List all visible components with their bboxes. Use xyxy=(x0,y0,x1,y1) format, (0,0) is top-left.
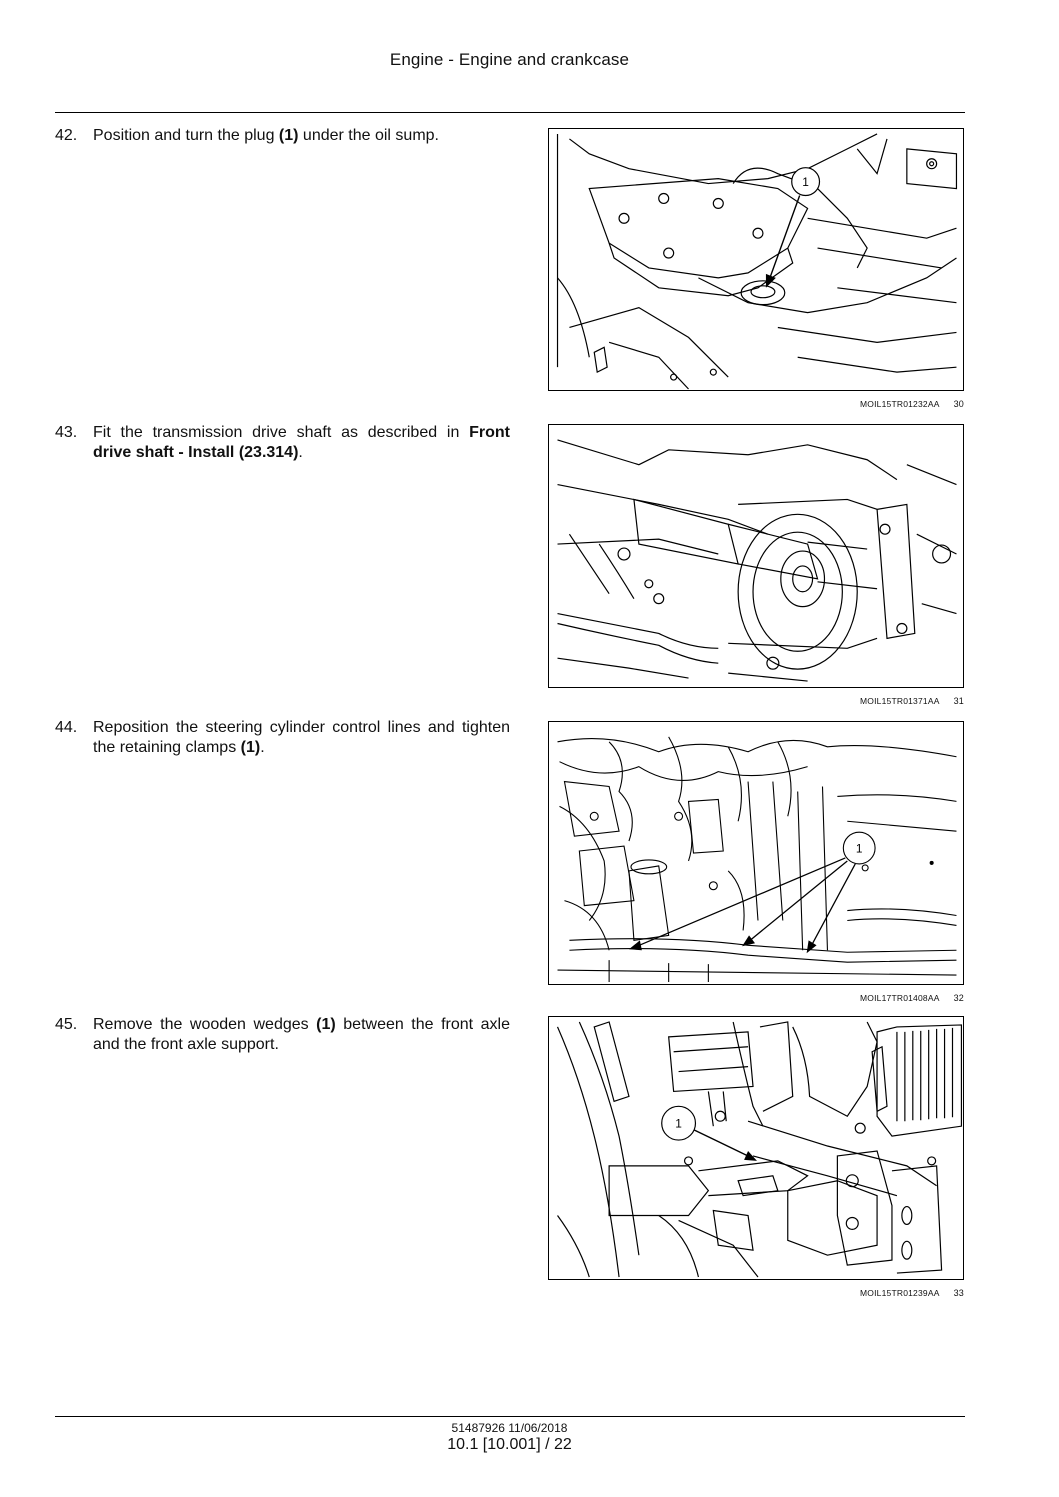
figure-number: 31 xyxy=(953,696,964,706)
callout-circle xyxy=(661,1105,697,1141)
figure-drive-shaft xyxy=(548,424,964,688)
step-text: Fit the transmission drive shaft as desc… xyxy=(93,424,510,461)
cross-reference: Front drive shaft - Install (23.314) xyxy=(93,424,510,461)
callout-label: 1 xyxy=(856,842,863,856)
step-45: 45. Remove the wooden wedges (1) between… xyxy=(55,1015,510,1055)
step-text: Position and turn the plug (1) under the… xyxy=(93,127,439,144)
page-reference: 10.1 [10.001] / 22 xyxy=(447,1436,572,1453)
step-number: 43. xyxy=(55,424,78,441)
callout-label: 1 xyxy=(802,175,809,189)
figure-oil-sump-plug: 1 xyxy=(548,128,964,391)
steering-lines-illustration: 1 xyxy=(557,736,957,983)
figure-steering-lines: 1 xyxy=(548,721,964,985)
wooden-wedges-illustration: 1 xyxy=(556,1021,963,1278)
page-header: Engine - Engine and crankcase xyxy=(389,50,630,69)
step-43: 43. Fit the transmission drive shaft as … xyxy=(55,423,510,463)
step-number: 42. xyxy=(55,127,78,144)
header-rule xyxy=(55,112,965,113)
oil-sump-illustration: 1 xyxy=(556,133,958,390)
figure-number: 33 xyxy=(953,1288,964,1298)
callout-circle xyxy=(842,831,876,865)
figure-number: 30 xyxy=(953,399,964,409)
step-42: 42. Position and turn the plug (1) under… xyxy=(55,126,510,146)
callout-label: 1 xyxy=(675,1117,682,1131)
step-text: Remove the wooden wedges (1) between the… xyxy=(93,1016,510,1053)
step-text: Reposition the steering cylinder control… xyxy=(93,719,510,756)
step-44: 44. Reposition the steering cylinder con… xyxy=(55,718,510,758)
figure-number: 32 xyxy=(953,993,964,1003)
step-number: 44. xyxy=(55,719,78,736)
footer-rule xyxy=(55,1416,965,1417)
step-number: 45. xyxy=(55,1016,78,1033)
document-reference: 51487926 11/06/2018 xyxy=(451,1421,568,1435)
callout-circle xyxy=(791,167,821,197)
callout-arrowhead xyxy=(765,273,776,288)
drive-shaft-illustration xyxy=(557,439,957,682)
figure-wooden-wedges: 1 xyxy=(548,1016,964,1280)
